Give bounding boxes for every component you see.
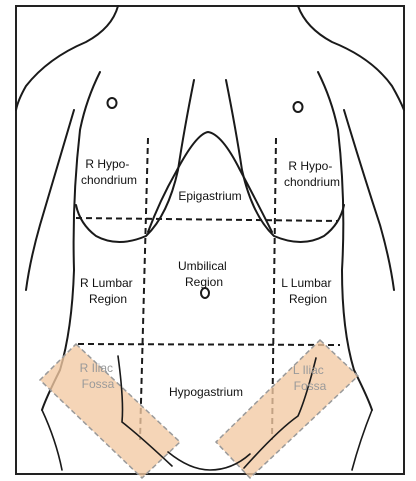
r-iliac-line-1: R Iliac — [80, 361, 113, 375]
l-iliac-line-1: L Iliac — [293, 363, 324, 377]
r-iliac-line-2: Fossa — [82, 377, 115, 391]
r-lumbar-line-1: R Lumbar — [80, 276, 133, 290]
r-hypochondrium-line-2: chondrium — [81, 173, 137, 187]
l-iliac-line-2: Fossa — [294, 379, 327, 393]
l-hypochondrium-line-1: R Hypo- — [288, 159, 332, 173]
r-lumbar-line-2: Region — [89, 292, 127, 306]
l-hypochondrium-line-2: chondrium — [284, 175, 340, 189]
epigastrium-label: Epigastrium — [178, 189, 241, 203]
l-lumbar-line-2: Region — [289, 292, 327, 306]
hypogastrium-label: Hypogastrium — [169, 385, 243, 399]
l-lumbar-line-1: L Lumbar — [281, 276, 331, 290]
umbilical-line-1: Umbilical — [178, 259, 227, 273]
umbilical-line-2: Region — [185, 275, 223, 289]
r-hypochondrium-line-1: R Hypo- — [85, 157, 129, 171]
